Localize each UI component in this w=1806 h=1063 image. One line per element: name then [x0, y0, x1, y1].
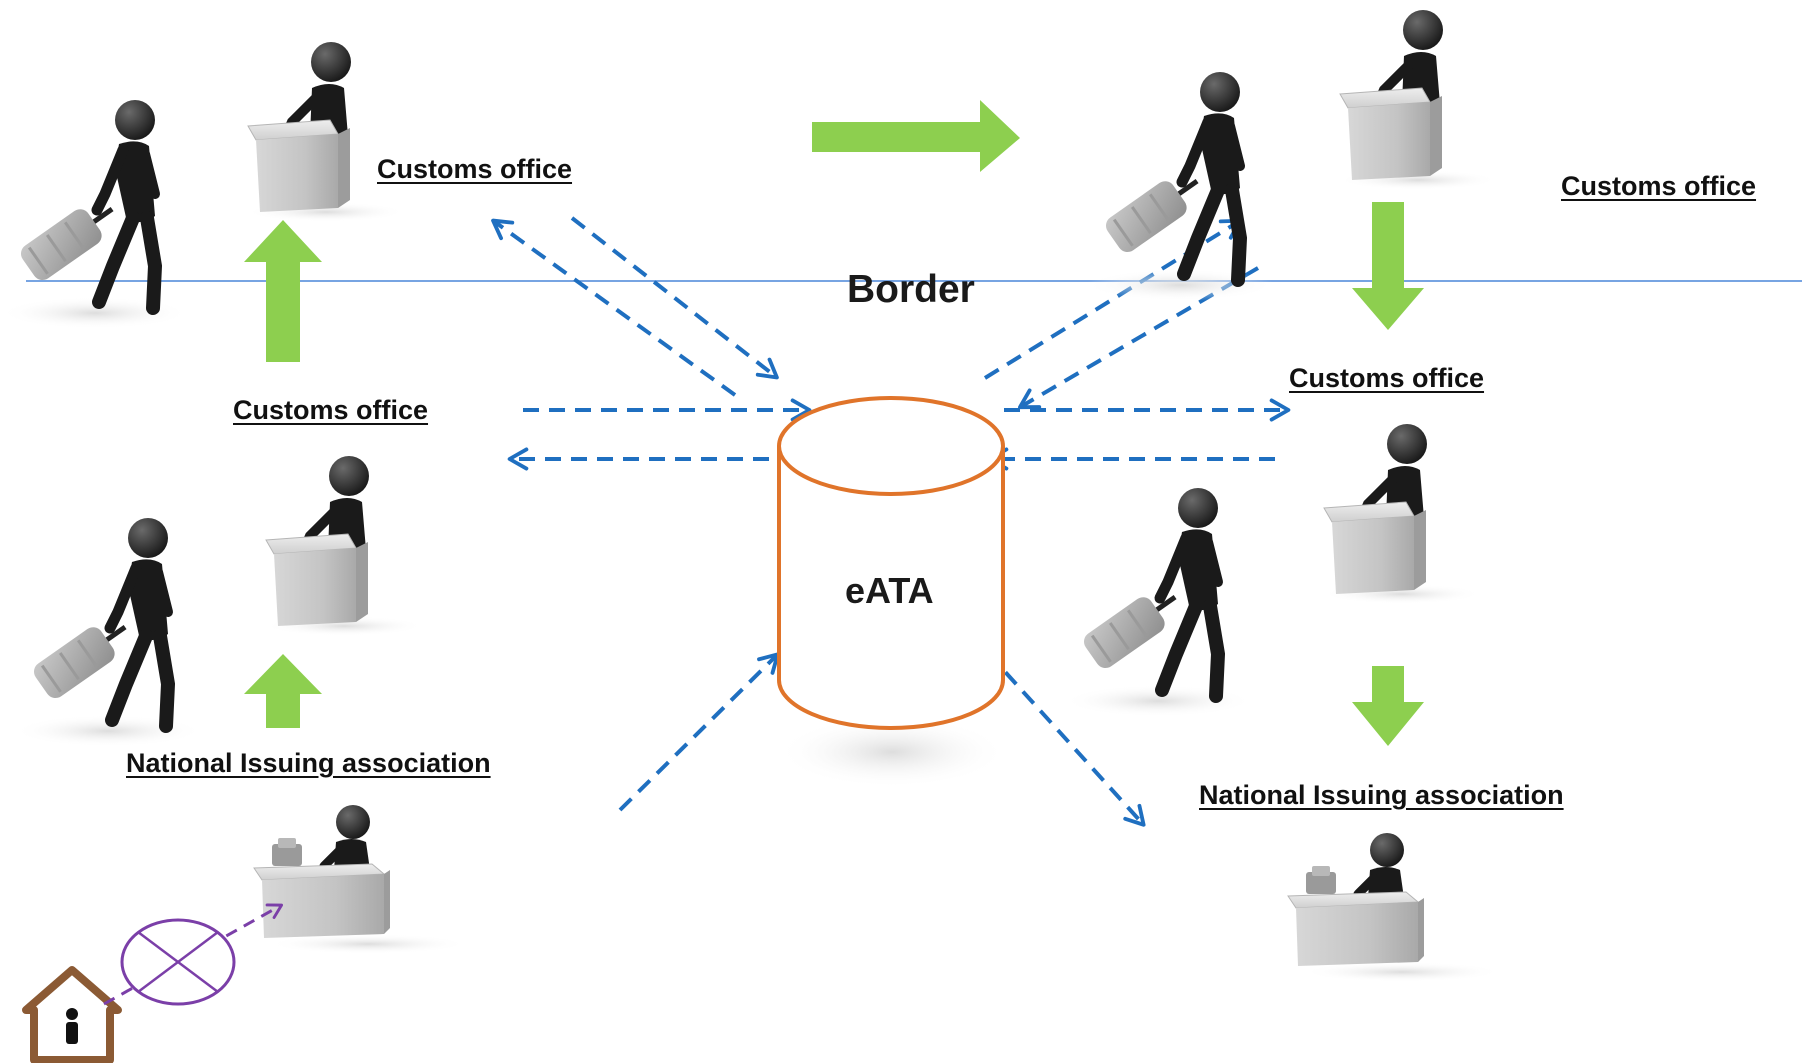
association-clerk-at-counter-icon: [1288, 833, 1502, 982]
flow-arrow-down-top-right: [1352, 202, 1424, 330]
traveler-with-luggage-icon: [0, 100, 190, 329]
traveler-with-luggage-icon: [1063, 488, 1253, 717]
home-user-icon: [22, 966, 122, 1063]
flow-arrow-up-top-left: [244, 220, 322, 362]
database-label: eATA: [845, 570, 934, 611]
national-issuing-association-label-right: National Issuing association: [1199, 780, 1564, 810]
customs-officer-at-desk-icon: [264, 456, 424, 636]
database-cylinder-icon: [777, 396, 1007, 788]
data-arrow-top-right-to-eata: [1018, 266, 1260, 410]
customs-officer-at-desk-icon: [1322, 424, 1482, 604]
crossed-circle-icon: [120, 918, 236, 1006]
data-arrow-top-left-to-eata: [570, 216, 779, 380]
data-arrow-eata-to-top-left: [491, 218, 737, 397]
customs-officer-at-desk-icon: [246, 42, 406, 222]
traveler-with-luggage-icon: [1085, 72, 1275, 301]
traveler-with-luggage-icon: [13, 518, 203, 747]
customs-office-label-mid-right: Customs office: [1289, 363, 1485, 393]
border-label: Border: [847, 268, 975, 311]
association-clerk-at-counter-icon: [254, 805, 468, 954]
customs-office-label-mid-left: Customs office: [233, 395, 429, 425]
national-issuing-association-label-left: National Issuing association: [126, 748, 491, 778]
data-arrow-bottom-left-to-eata: [618, 652, 780, 812]
customs-office-label-top-left: Customs office: [377, 154, 573, 184]
flow-arrow-right-top: [812, 100, 1020, 172]
customs-office-label-top-right: Customs office: [1561, 171, 1757, 201]
flow-arrows: [244, 100, 1424, 746]
customs-officer-at-desk-icon: [1338, 10, 1498, 190]
flow-arrow-up-bottom-left: [244, 654, 322, 728]
data-arrow-eata-to-nia-right: [986, 651, 1146, 827]
flow-arrow-down-bottom-right: [1352, 666, 1424, 746]
